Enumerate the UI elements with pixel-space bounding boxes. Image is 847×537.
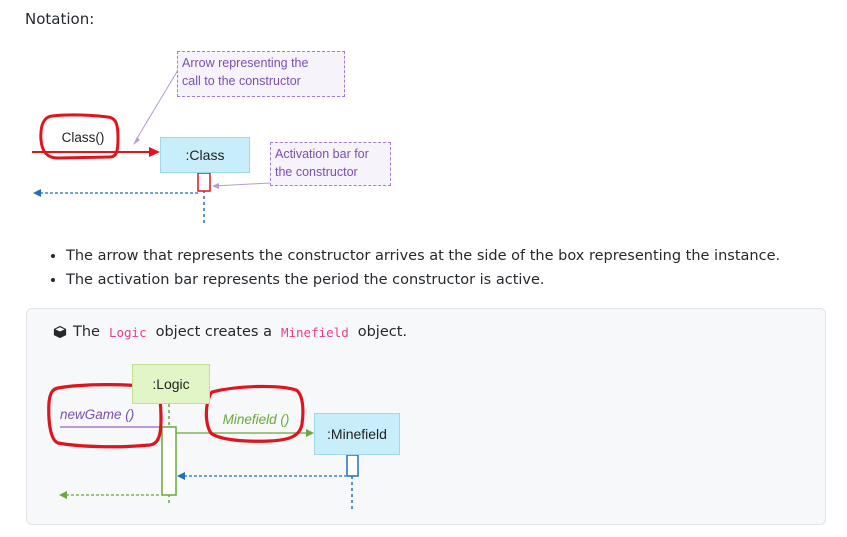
newgame-label: newGame () <box>60 406 135 422</box>
example-title-middle: object creates a <box>155 324 272 340</box>
example-panel <box>26 308 826 525</box>
example-title: The Logic object creates a Minefield obj… <box>53 324 407 340</box>
minefield-call-label: Minefield () <box>222 411 290 427</box>
activation-note-arrowhead <box>212 183 219 189</box>
newgame-return-arrowhead <box>59 491 67 499</box>
note-activation-line2: the constructor <box>275 165 358 179</box>
example-title-prefix: The <box>73 324 100 340</box>
minefield-call-arrowhead <box>306 429 314 437</box>
caller-label: Class() <box>52 124 114 150</box>
logic-object-box: :Logic <box>132 364 210 404</box>
code-logic: Logic <box>108 324 147 340</box>
red-annotation-circle-class <box>39 113 120 160</box>
minefield-return-arrowhead <box>177 472 185 480</box>
note-activation-line1: Activation bar for <box>275 147 369 161</box>
code-minefield: Minefield <box>280 324 349 340</box>
note-constructor-call: Arrow representing the call to the const… <box>177 51 345 97</box>
notation-diagram: Arrow representing the call to the const… <box>0 0 847 240</box>
minefield-object-box: :Minefield <box>314 413 400 455</box>
minefield-activation-bar <box>346 454 359 477</box>
red-annotation-circle-minefield <box>204 384 305 443</box>
notation-diagram-lines <box>32 69 271 226</box>
note-pointer-line <box>135 69 179 141</box>
notation-heading: Notation: <box>25 10 95 28</box>
note-constructor-call-line1: Arrow representing the <box>182 56 309 70</box>
logic-activation-bar <box>161 426 177 496</box>
note-pointer-arrowhead <box>133 137 140 145</box>
note-activation-bar: Activation bar for the constructor <box>270 142 391 186</box>
activation-bar <box>197 172 211 192</box>
cube-icon <box>53 325 67 339</box>
note-constructor-call-line2: call to the constructor <box>182 74 301 88</box>
activation-note-pointer <box>213 182 271 187</box>
bullet-item: The arrow that represents the constructo… <box>66 244 780 268</box>
return-arrowhead <box>33 189 41 197</box>
bullet-item: The activation bar represents the period… <box>66 268 780 292</box>
example-title-suffix: object. <box>357 324 408 340</box>
notation-bullets: The arrow that represents the constructo… <box>44 244 780 292</box>
constructor-call-arrowhead <box>149 147 160 157</box>
class-object-box: :Class <box>160 137 250 173</box>
